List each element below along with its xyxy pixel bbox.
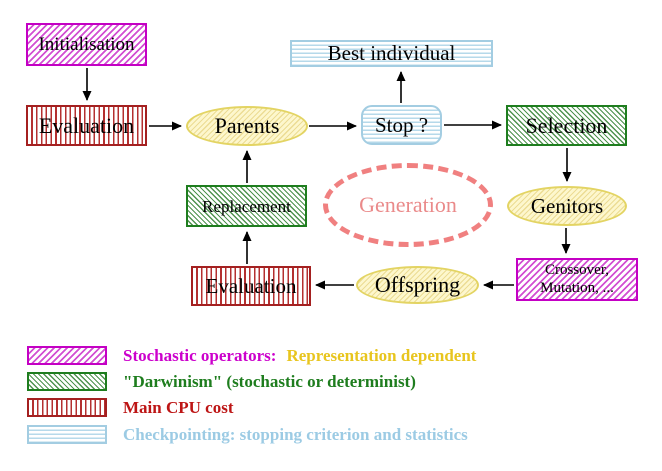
node-stop-condition-label: Stop ? [374,112,429,137]
node-evaluation-bottom-label: Evaluation [205,273,297,298]
generation-loop-label: Generation [359,192,457,217]
legend-label-main-cpu-cost: Main CPU cost [123,397,234,417]
node-offspring: Offspring [356,266,479,304]
node-evaluation-top: Evaluation [26,105,147,146]
legend-swatch-green-hatch [27,371,107,391]
legend-label-darwinism: "Darwinism" (stochastic or determinist) [123,371,416,391]
legend-swatch-red-stripes [27,397,107,417]
generation-loop-ellipse: Generation [323,163,493,247]
legend-label-stochastic-operators: Stochastic operators: [123,345,277,365]
node-crossover-label-line2: Mutation, ... [540,280,614,296]
node-best-individual-label: Best individual [327,41,456,65]
legend-swatch-cyan-stripes [27,424,107,444]
legend-row-checkpointing: Checkpointing: stopping criterion and st… [27,424,468,444]
legend-row-main-cpu-cost: Main CPU cost [27,397,233,417]
node-selection: Selection [506,105,627,146]
node-genitors: Genitors [507,186,627,226]
node-initialisation: Initialisation [26,23,147,66]
node-replacement-label: Replacement [202,196,291,216]
node-best-individual: Best individual [290,40,493,67]
node-replacement: Replacement [186,185,307,227]
legend-row-darwinism: "Darwinism" (stochastic or determinist) [27,371,416,391]
node-genitors-label: Genitors [530,193,604,218]
node-evaluation-bottom: Evaluation [191,266,311,306]
node-selection-label: Selection [525,112,608,138]
node-stop-condition: Stop ? [361,105,442,145]
node-evaluation-top-label: Evaluation [38,112,135,138]
legend-label-checkpointing: Checkpointing: stopping criterion and st… [123,424,468,444]
node-initialisation-label: Initialisation [38,34,135,55]
node-parents-label: Parents [214,113,280,138]
node-offspring-label: Offspring [374,272,461,297]
node-crossover-label-line1: Crossover, [545,262,609,278]
legend-label-representation-dependent: Representation dependent [286,345,477,365]
node-parents: Parents [186,106,308,146]
node-crossover-mutation: Crossover, Mutation, ... [516,258,638,301]
legend-row-stochastic-operators: Stochastic operators: Representation dep… [27,345,476,365]
legend-swatch-magenta-hatch [27,345,107,365]
